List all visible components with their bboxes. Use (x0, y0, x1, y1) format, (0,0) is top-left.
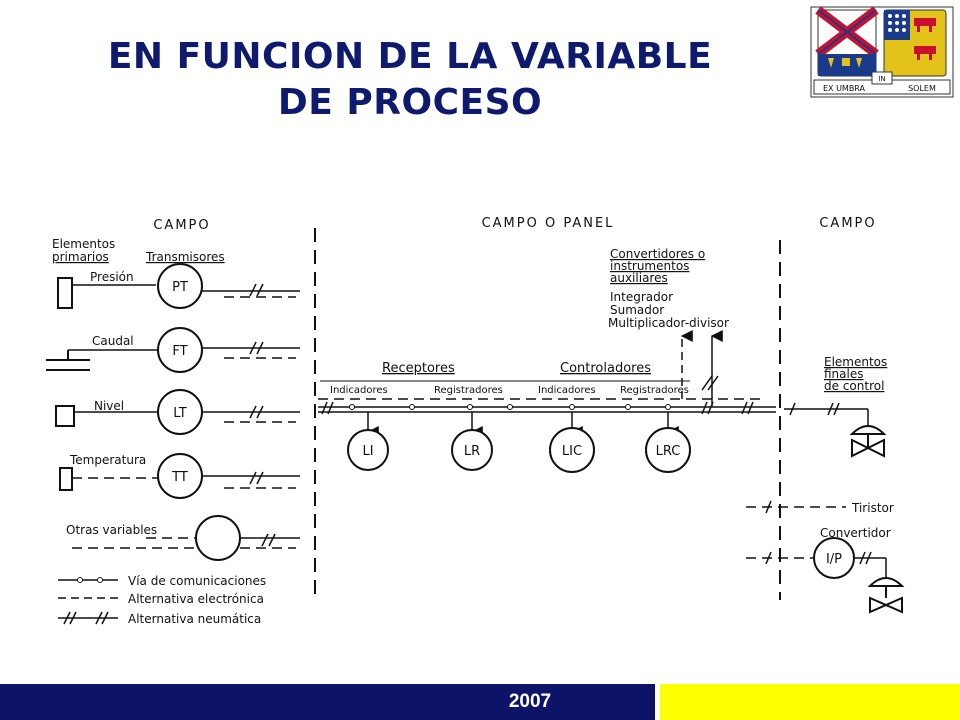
university-crest: EX UMBRA IN SOLEM (810, 6, 954, 98)
converters-title-2: instrumentos (610, 259, 689, 273)
crest-motto-right: SOLEM (908, 84, 936, 93)
row-temperature: Temperatura TT (59, 453, 300, 499)
header-campo-panel: CAMPO O PANEL (482, 216, 615, 231)
controllers-title: Controladores (560, 361, 651, 376)
row-flow: Caudal FT (46, 327, 300, 373)
transmitter-pt-tag: PT (172, 280, 188, 295)
variable-label-other: Otras variables (66, 523, 157, 537)
slide-title-line-1: EN FUNCION DE LA VARIABLE (107, 36, 713, 77)
row-other-variables: Otras variables (66, 515, 300, 561)
pressure-element-icon (57, 277, 73, 309)
legend: Vía de comunicaciones Alternativa electr… (58, 574, 266, 626)
crest-left-shield (815, 6, 879, 77)
controllers-recorders: Registradores (620, 385, 689, 396)
footer-bar: 2007 (0, 684, 960, 720)
row-pressure: Presión PT (57, 263, 300, 309)
controllers-indicators: Indicadores (538, 385, 596, 396)
transmitter-other (195, 515, 241, 561)
process-instrumentation-diagram: CAMPO CAMPO O PANEL CAMPO Elementos prim… (46, 216, 905, 626)
converter-item-multiplier: Multiplicador-divisor (608, 316, 729, 330)
footer-yellow-band (660, 684, 960, 720)
instrument-lrc-tag: LRC (656, 444, 681, 459)
row-level: Nivel LT (55, 389, 300, 435)
receptors-indicators: Indicadores (330, 385, 388, 396)
converter-ip-tag: I/P (826, 552, 842, 567)
variable-label-level: Nivel (94, 399, 124, 413)
instrument-lr-tag: LR (464, 444, 480, 459)
footer-year: 2007 (508, 691, 552, 712)
instrument-lic (549, 427, 595, 473)
crest-motto-left: EX UMBRA (823, 84, 866, 93)
legend-communication-label: Vía de comunicaciones (128, 574, 266, 588)
level-element-icon (55, 405, 75, 427)
legend-electronic: Alternativa electrónica (58, 592, 264, 606)
crest-right-shield (883, 9, 947, 77)
footer-blue-band (0, 684, 655, 720)
header-campo-left: CAMPO (153, 218, 210, 233)
transmitter-pt (157, 263, 203, 309)
crest-motto-center: IN (878, 75, 885, 83)
converter-item-integrator: Integrador (610, 290, 673, 304)
variable-label-temperature: Temperatura (69, 453, 146, 467)
header-campo-right: CAMPO (819, 216, 876, 231)
label-transmitters: Transmisores (145, 250, 225, 264)
converters-title-1: Convertidores o (610, 247, 705, 261)
legend-communication: Vía de comunicaciones (58, 574, 266, 588)
receptors-title: Receptores (382, 361, 455, 376)
final-elements-2: finales (824, 367, 864, 381)
instrument-li (347, 429, 389, 471)
slide-title: EN FUNCION DE LA VARIABLE DE PROCESO (60, 34, 760, 126)
legend-pneumatic-label: Alternativa neumática (128, 612, 261, 626)
control-valve-2 (867, 577, 905, 614)
control-valve-1 (849, 425, 887, 458)
transmitter-lt-tag: LT (173, 406, 186, 421)
variable-label-pressure: Presión (90, 270, 134, 284)
legend-electronic-label: Alternativa electrónica (128, 592, 264, 606)
label-primary-elements-1: Elementos (52, 237, 115, 251)
converter-label: Convertidor (820, 526, 891, 540)
final-elements-1: Elementos (824, 355, 887, 369)
temperature-element-icon (59, 467, 73, 491)
final-elements-3: de control (824, 379, 884, 393)
variable-label-flow: Caudal (92, 334, 134, 348)
instrument-lic-tag: LIC (562, 444, 582, 459)
instrument-li-tag: LI (362, 444, 373, 459)
converters-title-3: auxiliares (610, 271, 668, 285)
thyristor-label: Tiristor (851, 501, 894, 515)
slide-title-line-2: DE PROCESO (277, 82, 543, 123)
receptors-recorders: Registradores (434, 385, 503, 396)
transmitter-ft-tag: FT (172, 344, 187, 359)
transmitter-ft (157, 327, 203, 373)
instrument-lrc (645, 427, 691, 473)
instrument-lr (451, 429, 493, 471)
legend-pneumatic: Alternativa neumática (58, 611, 261, 626)
flow-element-icon (46, 350, 90, 371)
label-primary-elements-2: primarios (52, 250, 109, 264)
transmitter-tt-tag: TT (171, 470, 188, 485)
converter-item-adder: Sumador (610, 303, 664, 317)
